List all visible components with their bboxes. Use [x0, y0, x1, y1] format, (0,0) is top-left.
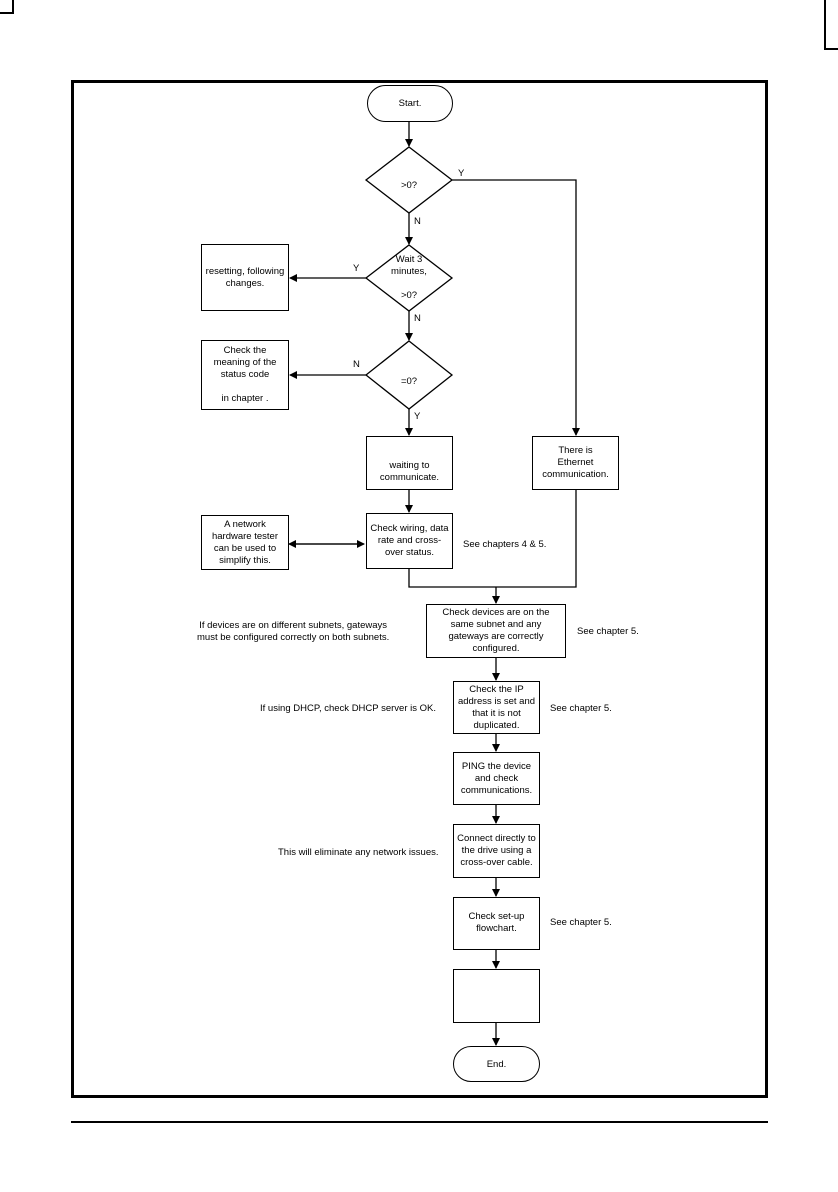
setup-reference-note: See chapter 5.: [550, 917, 612, 928]
crop-mark-top-left-h: [0, 12, 12, 14]
connect-box: Connect directly to the drive using a cr…: [453, 824, 540, 878]
wiring-reference-note: See chapters 4 & 5.: [463, 539, 547, 550]
end-terminator: End.: [453, 1046, 540, 1082]
status-code-box: Check the meaning of the status code in …: [201, 340, 289, 410]
decision-2-yes-label: Y: [353, 263, 360, 274]
decision-3-yes-label: Y: [414, 411, 421, 422]
wiring-box: Check wiring, data rate and cross- over …: [366, 513, 453, 569]
subnet-box: Check devices are on the same subnet and…: [426, 604, 566, 658]
dhcp-note: If using DHCP, check DHCP server is OK.: [260, 703, 436, 714]
decision-2-no-label: N: [414, 313, 421, 324]
blank-box: [453, 969, 540, 1023]
network-issues-note: This will eliminate any network issues.: [278, 847, 439, 858]
crop-mark-top-left-v: [12, 0, 14, 14]
tester-box: A network hardware tester can be used to…: [201, 515, 289, 570]
crop-mark-top-right-v: [824, 0, 826, 50]
subnet-gateway-note: If devices are on different subnets, gat…: [197, 620, 390, 643]
ethernet-box: There is Ethernet communication.: [532, 436, 619, 490]
decision-1-no-label: N: [414, 216, 421, 227]
start-terminator: Start.: [367, 85, 453, 122]
crop-mark-top-right-h: [826, 48, 838, 50]
flowchart-frame: [71, 80, 768, 1098]
decision-1-text: >0?: [400, 180, 418, 191]
decision-3-text: =0?: [400, 376, 418, 387]
decision-2-text: Wait 3 minutes, >0?: [391, 254, 427, 301]
footer-rule: [71, 1121, 768, 1123]
waiting-box: waiting to communicate.: [366, 436, 453, 490]
reset-box: resetting, following changes.: [201, 244, 289, 311]
ip-address-box: Check the IP address is set and that it …: [453, 681, 540, 734]
decision-3-no-label: N: [353, 359, 360, 370]
subnet-reference-note: See chapter 5.: [577, 626, 639, 637]
ip-reference-note: See chapter 5.: [550, 703, 612, 714]
setup-box: Check set-up flowchart.: [453, 897, 540, 950]
ping-box: PING the device and check communications…: [453, 752, 540, 805]
decision-1-yes-label: Y: [458, 168, 465, 179]
